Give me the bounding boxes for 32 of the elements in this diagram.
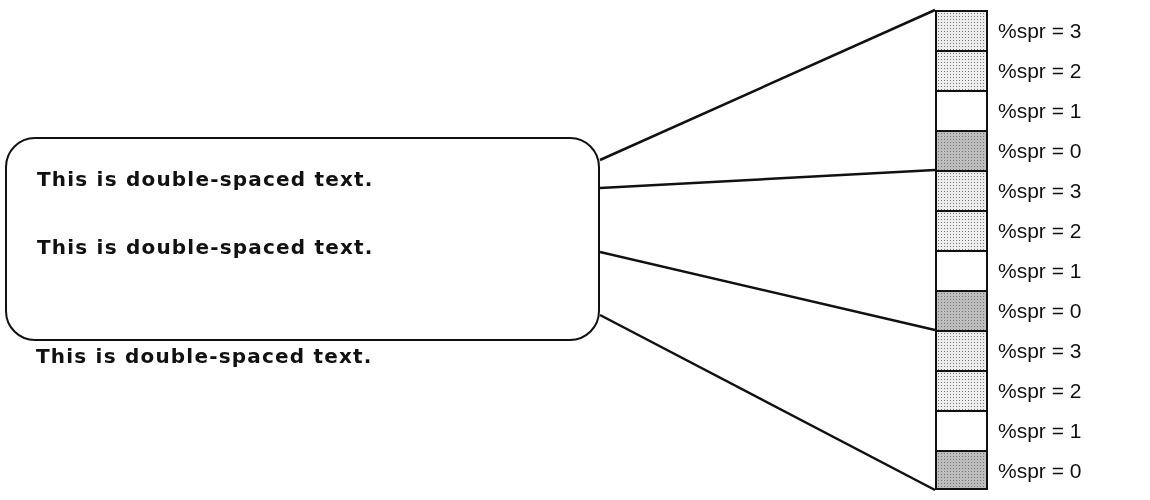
shade-swatch <box>935 250 988 292</box>
shade-swatch <box>935 370 988 412</box>
shade-swatch <box>935 90 988 132</box>
spacing-label: %spr = 3 <box>998 20 1082 41</box>
text-line: This is double-spaced text. <box>36 344 373 368</box>
connector-line <box>599 8 936 162</box>
text-line: This is double-spaced text. <box>37 167 375 191</box>
shade-swatch <box>935 450 988 490</box>
spacing-label: %spr = 0 <box>998 140 1082 161</box>
shade-swatch <box>935 130 988 172</box>
connector-line <box>599 168 936 190</box>
spacing-label: %spr = 0 <box>998 460 1082 481</box>
spacing-label: %spr = 1 <box>998 260 1082 281</box>
spacing-label: %spr = 3 <box>998 340 1082 361</box>
shade-swatch <box>935 330 988 372</box>
text-line: This is double-spaced text. <box>37 235 375 259</box>
spacing-label: %spr = 1 <box>998 100 1082 121</box>
spacing-label: %spr = 3 <box>998 180 1082 201</box>
spacing-label: %spr = 0 <box>998 300 1082 321</box>
spacing-label: %spr = 2 <box>998 380 1082 401</box>
shade-swatch <box>935 10 988 52</box>
shade-swatch <box>935 50 988 92</box>
connector-line <box>599 313 936 492</box>
rounded-box <box>5 137 600 341</box>
shade-swatch <box>935 170 988 212</box>
spacing-label: %spr = 2 <box>998 220 1082 241</box>
shade-swatch <box>935 290 988 332</box>
shade-swatch <box>935 410 988 452</box>
spacing-label: %spr = 1 <box>998 420 1082 441</box>
shade-swatch <box>935 210 988 252</box>
spacing-label: %spr = 2 <box>998 60 1082 81</box>
connector-line <box>599 250 936 332</box>
